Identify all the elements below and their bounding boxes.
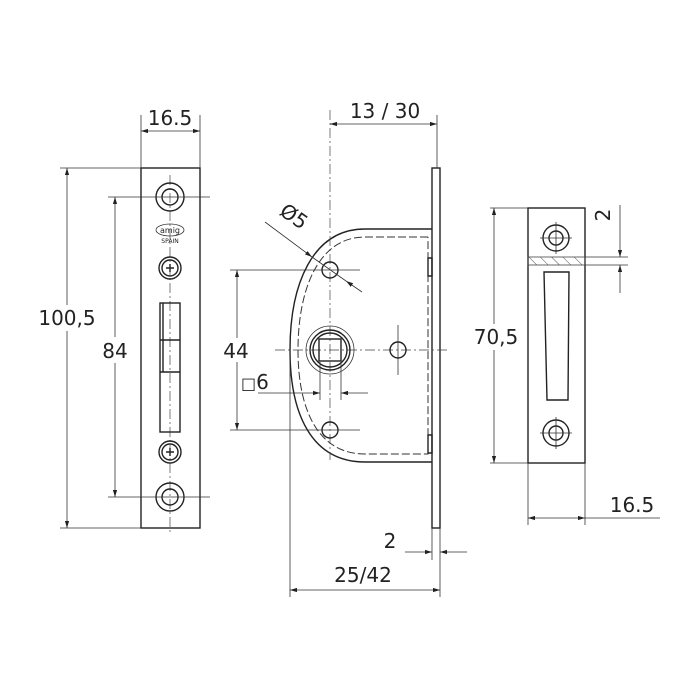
strike-plate-outline (527, 207, 586, 464)
dim-strike-offset: 2 (591, 209, 615, 222)
faceplate-edge (431, 167, 441, 529)
brand-logo: amig SPAIN (155, 223, 185, 245)
dim-hole-diameter: Ø5 (275, 198, 312, 234)
hatched-band (527, 256, 586, 266)
strike-plate: 70,5 16.5 2 (470, 205, 660, 525)
strike-slot (543, 271, 570, 401)
logo-brand-text: amig (160, 226, 180, 235)
dim-strike-height: 70,5 (474, 325, 519, 349)
screw-icon-top (158, 256, 182, 280)
strike-hole-bottom (540, 417, 572, 449)
fixing-hole-bottom (150, 482, 210, 512)
lock-body-side-view: 13 / 30 Ø5 44 □6 2 25/42 (220, 99, 467, 597)
dim-plate-thickness: 2 (384, 529, 397, 553)
logo-origin-text: SPAIN (161, 238, 178, 245)
strike-hole-top (540, 222, 572, 254)
dim-case-depth: 25/42 (334, 563, 392, 587)
screw-icon-bottom (158, 440, 182, 464)
dim-spindle-square: □6 (241, 370, 269, 394)
spindle-hub (305, 325, 355, 375)
dim-hole-spacing: 84 (102, 339, 127, 363)
faceplate-front-view: amig SPAIN 16.5 100,5 84 (35, 106, 210, 535)
faceplate-outline (140, 167, 201, 529)
dim-strike-width: 16.5 (610, 493, 655, 517)
dim-faceplate-width: 16.5 (148, 106, 193, 130)
dim-faceplate-height: 100,5 (38, 306, 95, 330)
dim-backset: 13 / 30 (350, 99, 420, 123)
lock-case-outline (289, 228, 432, 463)
dim-44: 44 (223, 339, 248, 363)
latch-slot (159, 302, 181, 433)
fixing-hole-top (150, 182, 210, 212)
